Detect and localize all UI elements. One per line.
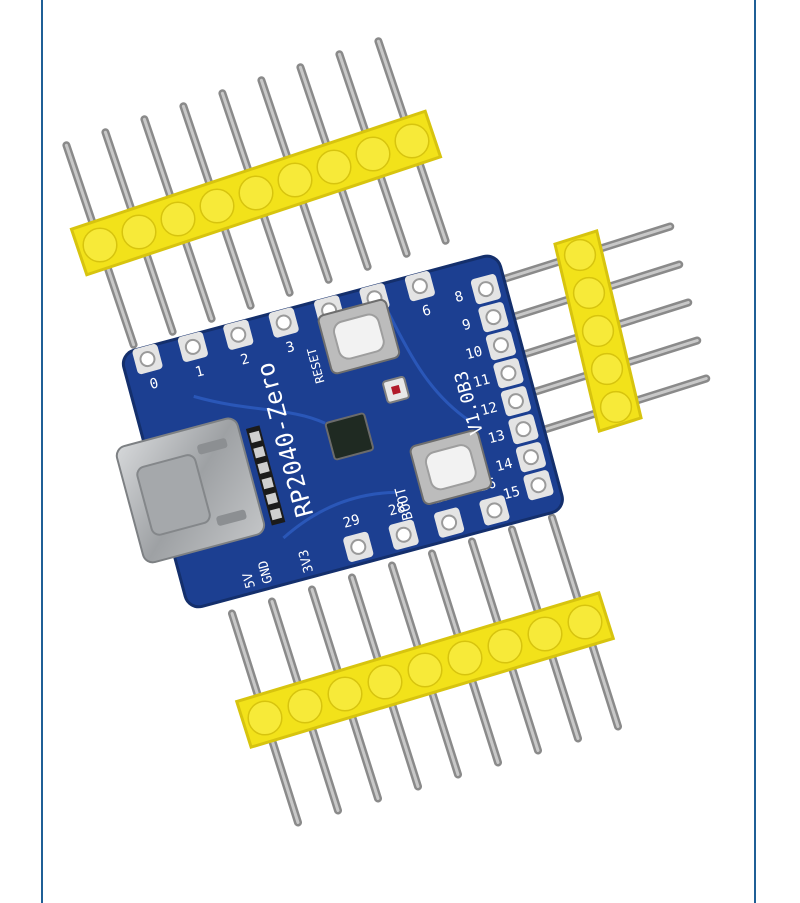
reset-button [317,298,401,375]
pcb-pad-hole [230,326,247,343]
header-segment [487,628,523,664]
pin-number-label: 3 [284,339,296,357]
pin-number-label: 9 [460,316,472,334]
pin-number-label: 15 [501,483,521,503]
pcb-pad-hole [486,502,503,519]
pcb-trace [387,312,471,423]
usb-c-connector [115,417,266,564]
header-segment [121,214,157,250]
pin-number-label: 2 [239,351,251,369]
frame-right-border [754,0,756,903]
pcb-pad-hole [530,477,547,494]
5v-label: 5V [240,571,259,590]
header-segment [527,616,563,652]
pcb-pad-hole [507,393,524,410]
top-pad-row: 0123456 [132,271,435,393]
gnd-label: GND [256,558,277,585]
header-segment [160,201,196,237]
pcb-pad-hole [515,421,532,438]
pin-number-label: 28 [387,500,407,520]
pin-number-label: 13 [486,427,506,447]
pcb-trace [193,394,326,425]
pcb-pad-hole [500,365,517,382]
pcb-pad-hole [139,351,156,368]
pcb-pad-hole [441,514,458,531]
pin-number-label: 10 [464,343,484,363]
header-segment [447,640,483,676]
pcb-pad-hole [411,278,428,295]
pin-number-label: 8 [453,288,465,306]
pin-number-label: 14 [494,455,514,475]
pcb-pad-hole [350,538,367,555]
boot-button [409,429,493,505]
pcb-pad-hole [395,526,412,543]
pcb-trace [282,490,396,540]
pcb-pad-hole [485,309,502,326]
pcb-pad-hole [477,281,494,298]
pcb-pad-hole [522,449,539,466]
header-segment [567,604,603,640]
pin-number-label: 12 [479,399,499,419]
pcb-pad-hole [184,338,201,355]
header-segment [287,688,323,724]
pin-header-top [62,37,450,349]
pin-header-bottom [228,513,622,827]
pcb-pad-hole [275,314,292,331]
pin-number-label: 0 [148,375,160,393]
header-segment [572,276,606,310]
header-segment [82,227,118,263]
header-segment [238,175,274,211]
pin-number-label: 29 [341,512,361,532]
header-segment [277,162,313,198]
header-segment [581,314,615,348]
pin-header-right [485,222,711,440]
header-segment [599,390,633,424]
pin-number-label: 6 [420,302,432,320]
passive-components [245,425,286,526]
frame-left-border [41,0,43,903]
pin-number-label: 1 [193,363,205,381]
header-segment [355,136,391,172]
right-pad-row: 8 9 10 11 12 13 14 15 [453,274,554,503]
header-segment [327,676,363,712]
flash-chip [324,412,374,461]
3v3-label: 3V3 [296,548,317,575]
header-segment [563,238,597,272]
pcb-pad-hole [492,337,509,354]
header-segment [199,188,235,224]
header-segment [367,664,403,700]
header-segment [247,700,283,736]
header-segment [316,149,352,185]
header-segment [394,123,430,159]
header-segment [407,652,443,688]
header-segment [590,352,624,386]
pin-number-label: 11 [471,371,491,391]
